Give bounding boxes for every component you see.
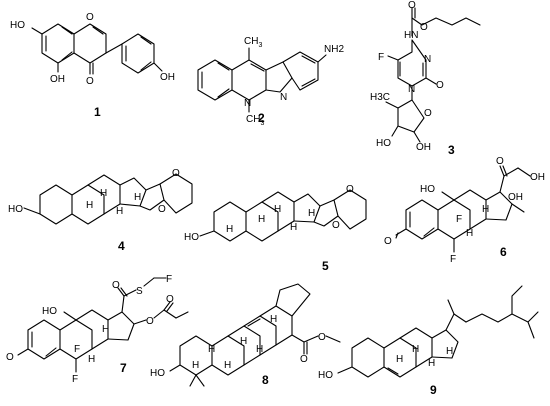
compound-6-atom-label: OH bbox=[508, 192, 523, 203]
compound-6-number: 6 bbox=[500, 245, 507, 259]
compound-8-atom-label: O bbox=[300, 354, 308, 365]
compound-3-atom-label: N bbox=[408, 84, 415, 95]
compound-3-atom-label: N bbox=[424, 54, 431, 65]
compound-4-number: 4 bbox=[118, 239, 125, 253]
compound-8-structure: H H H O O H H HO H 8 bbox=[150, 283, 341, 387]
compound-7-atom-label: O bbox=[6, 352, 14, 363]
compound-1-atom-label: OH bbox=[50, 74, 65, 85]
compound-6-atom-label: F bbox=[450, 254, 456, 265]
compound-4-atom-label: O bbox=[158, 204, 166, 215]
compound-8-atom-label: H bbox=[208, 344, 215, 355]
compound-5-atom-label: HO bbox=[184, 232, 199, 243]
compound-5-atom-label: H bbox=[290, 222, 297, 233]
compound-3-atom-label: F bbox=[378, 52, 384, 63]
compound-4-structure: HO O O H H H H 4 bbox=[8, 168, 193, 253]
compound-5-atom-label: H bbox=[226, 224, 233, 235]
compound-9-structure: H H H H HO 9 bbox=[318, 285, 539, 397]
compound-5-atom-label: H bbox=[274, 204, 281, 215]
compound-6-atom-label: O bbox=[384, 236, 392, 247]
compound-9-number: 9 bbox=[430, 383, 437, 397]
compound-9-atom-label: H bbox=[446, 346, 453, 357]
compound-7-atom-label: O bbox=[166, 294, 174, 305]
compound-1-number: 1 bbox=[94, 105, 101, 119]
compound-8-atom-label: H bbox=[224, 360, 231, 371]
compound-7-atom-label: H bbox=[102, 324, 109, 335]
compound-8-atom-label: H bbox=[270, 314, 277, 325]
compound-8-atom-label: O bbox=[318, 332, 326, 343]
compound-8-atom-label: H bbox=[256, 344, 263, 355]
compound-2-methyl-label: CH3 bbox=[244, 36, 262, 49]
compound-7-atom-label: H bbox=[88, 354, 95, 365]
compound-6-atom-label: HO bbox=[420, 184, 435, 195]
compound-3-atom-label: HO bbox=[376, 138, 391, 149]
compound-5-atom-label: H bbox=[308, 208, 315, 219]
compound-7-atom-label: S bbox=[136, 286, 143, 297]
compound-5-atom-label: H bbox=[258, 214, 265, 225]
compound-3-atom-label: O bbox=[436, 80, 444, 91]
compound-3-number: 3 bbox=[448, 143, 455, 157]
compound-6-atom-label: F bbox=[456, 214, 462, 225]
compound-3-atom-label: OH bbox=[416, 142, 431, 153]
compound-7-number: 7 bbox=[120, 361, 127, 375]
compound-8-atom-label: H bbox=[192, 360, 199, 371]
compound-5-atom-label: O bbox=[332, 220, 340, 231]
compound-7-atom-label: O bbox=[112, 280, 120, 291]
compound-7-atom-label: F bbox=[72, 374, 78, 385]
compound-6-atom-label: H bbox=[466, 228, 473, 239]
compound-7-structure: O S F HO H O O F H O F 7 bbox=[6, 274, 189, 385]
compound-9-atom-label: H bbox=[396, 354, 403, 365]
compound-1-atom-label: O bbox=[86, 12, 94, 23]
compound-6-structure: O OH HO H OH F H O F 6 bbox=[384, 156, 545, 265]
compound-2-atom-label: NH2 bbox=[324, 44, 344, 55]
compound-4-atom-label: H bbox=[86, 200, 93, 211]
compound-6-atom-label: OH bbox=[530, 172, 545, 183]
compound-4-atom-label: H bbox=[100, 188, 107, 199]
compound-9-atom-label: H bbox=[412, 344, 419, 355]
compound-2-methyl-label: CH3 bbox=[246, 114, 264, 127]
compound-1-atom-label: HO bbox=[10, 20, 25, 31]
compound-3-atom-label: O bbox=[424, 108, 432, 119]
compound-9-atom-label: H bbox=[428, 358, 435, 369]
compound-3-atom-label: H3C bbox=[370, 92, 390, 103]
compound-1-atom-label: OH bbox=[160, 72, 175, 83]
compound-3-atom-label: O bbox=[408, 0, 416, 11]
compound-1-structure: HO OH O O OH 1 bbox=[10, 12, 175, 119]
compound-5-number: 5 bbox=[322, 259, 329, 273]
compound-3-structure: O HN O F N N O O H3C HO OH 3 bbox=[370, 0, 481, 157]
compound-8-number: 8 bbox=[262, 373, 269, 387]
compound-9-atom-label: HO bbox=[318, 370, 333, 381]
compound-7-atom-label: F bbox=[166, 274, 172, 285]
compound-4-atom-label: H bbox=[134, 192, 141, 203]
compound-5-atom-label: O bbox=[346, 184, 354, 195]
compound-6-atom-label: H bbox=[482, 204, 489, 215]
compound-8-atom-label: H bbox=[240, 336, 247, 347]
compound-5-structure: HO O O H H H H H 5 bbox=[184, 184, 367, 273]
compound-4-atom-label: HO bbox=[8, 204, 23, 215]
compound-4-atom-label: O bbox=[172, 168, 180, 179]
compound-6-atom-label: O bbox=[496, 156, 504, 167]
compound-2-atom-label: N bbox=[280, 92, 287, 103]
compound-4-atom-label: H bbox=[116, 206, 123, 217]
compound-2-atom-label: N bbox=[244, 98, 251, 109]
compound-1-atom-label: O bbox=[86, 76, 94, 87]
compound-2-number: 2 bbox=[258, 111, 265, 125]
compound-7-atom-label: F bbox=[74, 344, 80, 355]
compound-8-atom-label: HO bbox=[150, 368, 165, 379]
compound-7-atom-label: O bbox=[146, 316, 154, 327]
compound-3-atom-label: O bbox=[420, 22, 428, 33]
compound-3-atom-label: HN bbox=[404, 30, 418, 41]
compound-2-structure: CH3 NH2 N N CH3 2 bbox=[197, 36, 344, 127]
compound-7-atom-label: HO bbox=[42, 306, 57, 317]
